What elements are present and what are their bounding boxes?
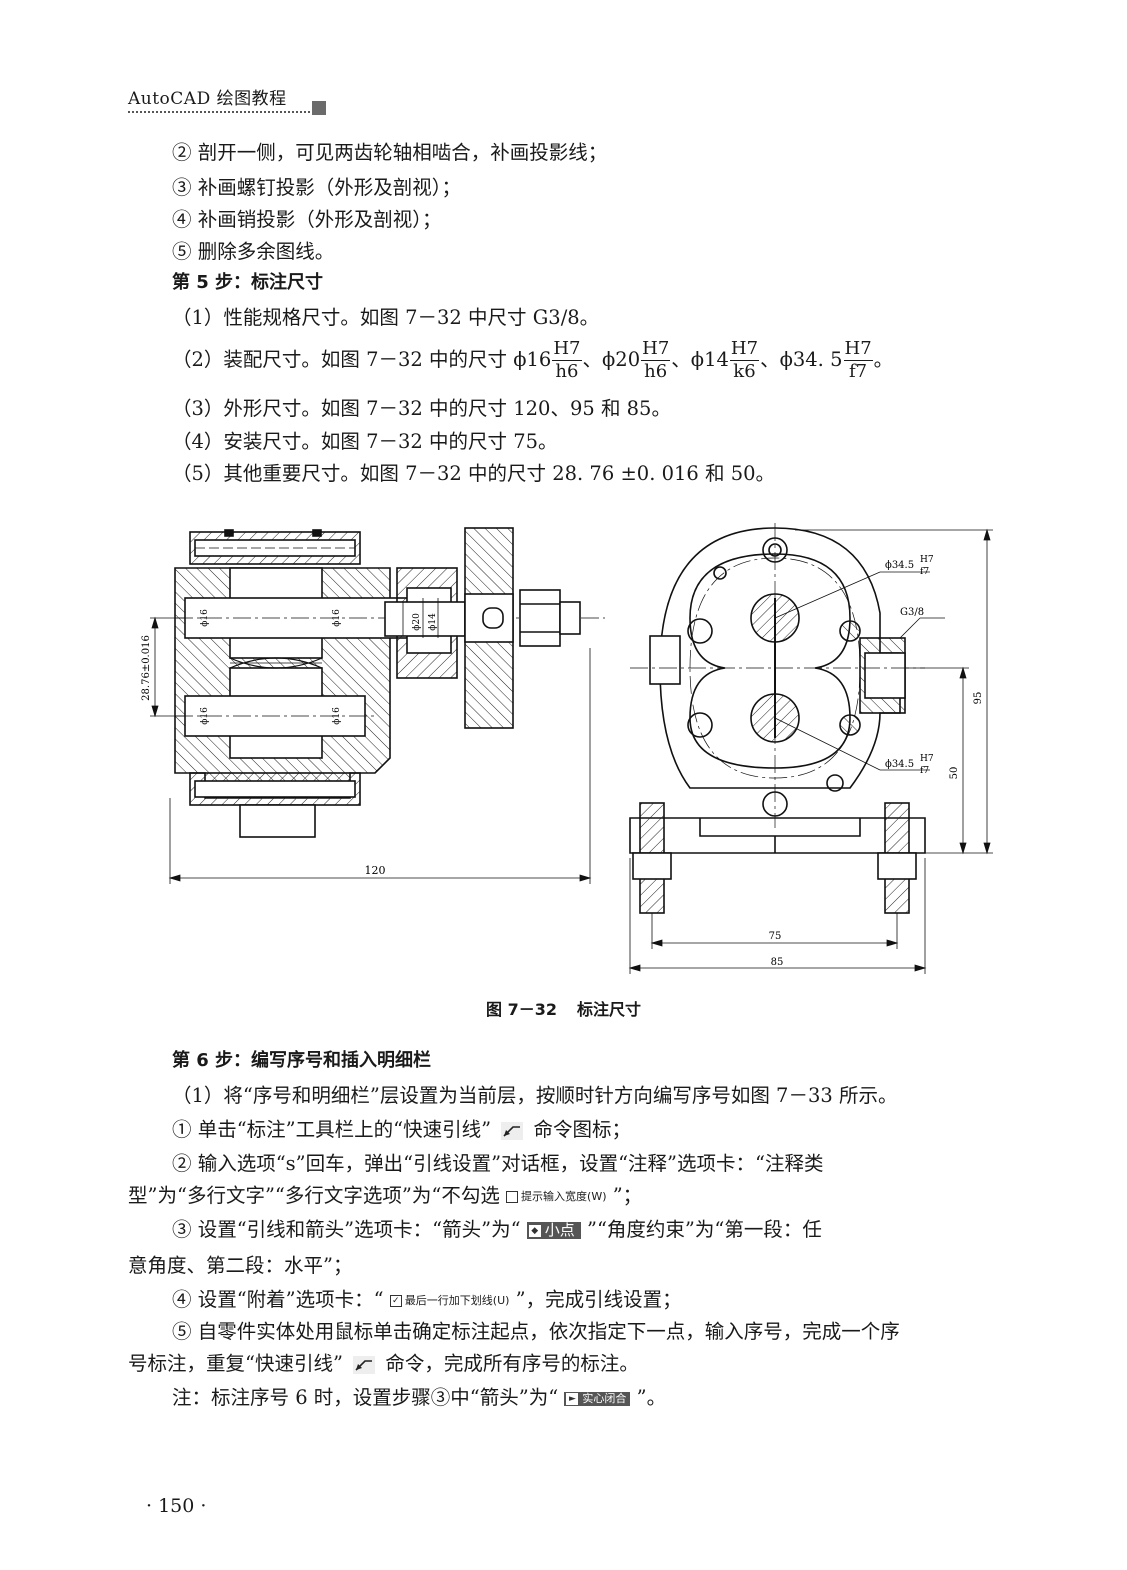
label-phi345-top: ϕ34.5	[885, 560, 914, 571]
step6-heading: 第 6 步：编写序号和插入明细栏	[172, 1050, 432, 1071]
dim-120: 120	[365, 864, 386, 877]
label-g38: G3/8	[900, 607, 924, 618]
label-phi20: ϕ20	[412, 613, 422, 631]
step5-heading: 第 5 步：标注尺寸	[172, 272, 324, 293]
right-dimensions	[628, 528, 993, 974]
dim-50: 50	[949, 767, 960, 780]
dim-95: 95	[973, 692, 984, 705]
step6-para-4-line1: ③ 设置“引线和箭头”选项卡：“箭头”为“ ◆小点 ”“角度约束”为“第一段：任	[172, 1218, 822, 1241]
left-dimensions	[150, 598, 592, 884]
label-phi16-upper-right: ϕ16	[332, 609, 342, 627]
step5-item-4: （4）安装尺寸。如图 7－32 中的尺寸 75。	[172, 430, 558, 453]
step6-note: 注：标注序号 6 时，设置步骤③中“箭头”为“ ►实心闭合 ”。	[172, 1386, 667, 1409]
checkbox-icon	[506, 1190, 519, 1203]
small-dot-arrow-chip: ◆小点	[526, 1222, 581, 1239]
closed-arrow-icon: ►	[566, 1392, 579, 1405]
label-phi345-bottom: ϕ34.5	[885, 759, 914, 770]
running-header: AutoCAD 绘图教程	[128, 89, 287, 109]
step5-item-3: （3）外形尺寸。如图 7－32 中的尺寸 120、95 和 85。	[172, 397, 671, 420]
checked-checkbox-icon: ✓	[389, 1294, 402, 1307]
gear-pump-drawing: 120 28.76±0.016 ϕ16 ϕ16 ϕ16 ϕ16 ϕ20 ϕ14	[141, 523, 993, 974]
header-block	[312, 101, 326, 115]
step6-para-6-line2: 号标注，重复“快速引线” 命令，完成所有序号的标注。	[128, 1352, 639, 1375]
dot-arrow-icon: ◆	[528, 1224, 541, 1237]
step6-para-1: （1）将“序号和明细栏”层设置为当前层，按顺时针方向编写序号如图 7－33 所示…	[172, 1084, 898, 1107]
item2-prefix: （2）装配尺寸。如图 7－32 中的尺寸	[172, 348, 508, 371]
step4-item-2: ② 剖开一侧，可见两齿轮轴相啮合，补画投影线；	[172, 141, 608, 164]
label-fit-top-den: f7	[920, 567, 929, 577]
right-side-view	[629, 523, 926, 914]
dim-75: 75	[769, 931, 782, 942]
label-fit-top-num: H7	[920, 555, 934, 565]
step4-item-4: ④ 补画销投影（外形及剖视）；	[172, 208, 442, 231]
step6-para-4-line2: 意角度、第二段：水平”；	[128, 1254, 353, 1277]
page-number: · 150 ·	[146, 1495, 207, 1517]
dim-85: 85	[771, 957, 784, 968]
step6-para-5: ④ 设置“附着”选项卡：“ ✓最后一行加下划线(U) ”，完成引线设置；	[172, 1288, 682, 1311]
step5-item-1: （1）性能规格尺寸。如图 7－32 中尺寸 G3/8。	[172, 306, 600, 329]
label-phi16-lower-right: ϕ16	[332, 707, 342, 725]
step6-para-6-line1: ⑤ 自零件实体处用鼠标单击确定标注起点，依次指定下一点，输入序号，完成一个序	[172, 1320, 900, 1343]
solid-closed-arrow-chip: ►实心闭合	[564, 1391, 631, 1406]
underline-last-line-checkbox-chip: ✓最后一行加下划线(U)	[389, 1294, 509, 1307]
step6-para-3-line2: 型”为“多行文字”“多行文字选项”为“不勾选 提示输入宽度(W) ”；	[128, 1184, 643, 1207]
quick-leader-icon	[501, 1121, 524, 1140]
header-rule	[128, 111, 314, 113]
prompt-width-checkbox-chip: 提示输入宽度(W)	[506, 1190, 607, 1203]
label-phi16-lower-left: ϕ16	[200, 707, 210, 725]
label-fit-bottom-num: H7	[920, 754, 934, 764]
quick-leader-icon	[353, 1355, 376, 1374]
step5-item-5: （5）其他重要尺寸。如图 7－32 中的尺寸 28. 76 ±0. 016 和 …	[172, 462, 776, 485]
left-section-view	[174, 527, 605, 838]
step6-para-2: ① 单击“标注”工具栏上的“快速引线” 命令图标；	[172, 1118, 631, 1141]
step4-item-3: ③ 补画螺钉投影（外形及剖视）；	[172, 176, 461, 199]
label-phi16-upper-left: ϕ16	[200, 609, 210, 627]
step6-para-3-line1: ② 输入选项“s”回车，弹出“引线设置”对话框，设置“注释”选项卡：“注释类	[172, 1152, 824, 1175]
label-fit-bottom-den: f7	[920, 766, 929, 776]
step4-item-5: ⑤ 删除多余图线。	[172, 240, 335, 263]
dim-28-76: 28.76±0.016	[141, 635, 152, 701]
label-phi14: ϕ14	[428, 613, 438, 631]
